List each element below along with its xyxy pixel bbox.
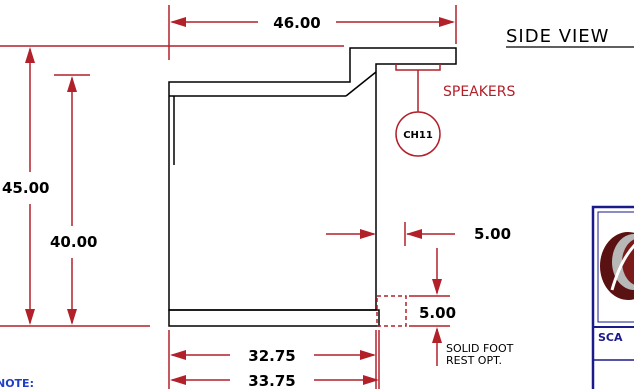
dim-inner-height: 40.00	[50, 74, 97, 325]
speaker-bracket	[395, 64, 441, 71]
company-logo-icon	[600, 232, 634, 300]
solid-foot-outline	[376, 295, 407, 327]
ch11-text: CH11	[403, 130, 433, 141]
dim-overall-height-text: 45.00	[2, 179, 49, 197]
cabinet-outline	[168, 47, 457, 327]
dim-base-inner-text: 32.75	[248, 347, 295, 365]
brace-line	[345, 71, 377, 97]
cabinet-body	[168, 47, 457, 311]
solid-foot-line2: REST OPT.	[446, 354, 502, 367]
dim-gap-width-text: 5.00	[474, 225, 511, 243]
dim-base-widths: 32.75 33.75	[168, 330, 380, 389]
dim-foot-height: 5.00	[376, 248, 456, 366]
solid-foot-label: SOLID FOOT REST OPT.	[446, 342, 514, 367]
note-label: NOTE:	[0, 377, 34, 389]
base-rail	[168, 309, 380, 327]
speakers-label: SPEAKERS	[443, 84, 516, 100]
dim-overall-width: 46.00	[168, 5, 457, 60]
dim-gap-width: 5.00	[326, 222, 511, 246]
dim-overall-width-text: 46.00	[273, 14, 320, 32]
dim-foot-height-text: 5.00	[419, 304, 456, 322]
dim-overall-height: 45.00	[0, 45, 344, 327]
solid-foot-line1: SOLID FOOT	[446, 342, 514, 355]
speakers-callout: CH11 SPEAKERS	[395, 70, 516, 157]
view-title-group: SIDE VIEW	[506, 26, 634, 48]
dim-inner-height-text: 40.00	[50, 233, 97, 251]
title-block: SCA	[591, 205, 634, 389]
dim-base-outer-text: 33.75	[248, 372, 295, 389]
ch11-bubble	[395, 111, 441, 157]
view-title: SIDE VIEW	[506, 26, 609, 47]
title-block-scale-label: SCA	[598, 331, 623, 344]
